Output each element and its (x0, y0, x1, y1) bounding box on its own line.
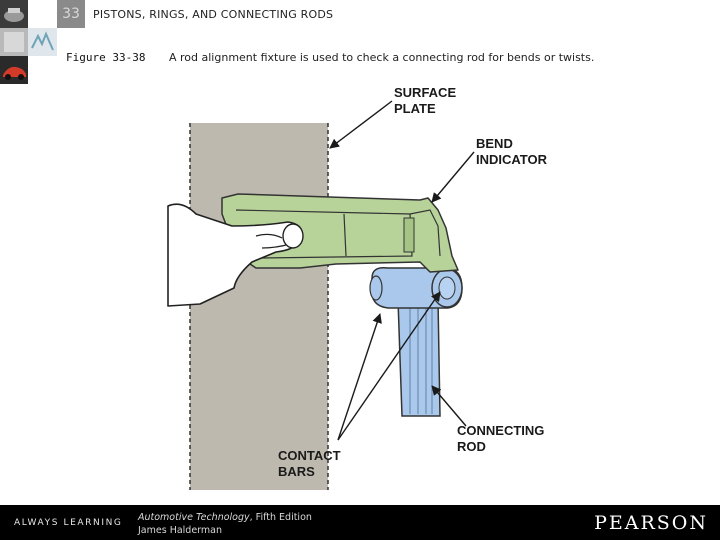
hand (167, 203, 304, 307)
chapter-number: 33 (57, 0, 85, 28)
publisher-logo: PEARSON (594, 512, 708, 534)
figure-caption: A rod alignment fixture is used to check… (169, 51, 595, 64)
water-thumbnail-icon (28, 28, 57, 56)
book-author: James Halderman (138, 525, 223, 536)
always-learning-tagline: ALWAYS LEARNING (14, 518, 123, 528)
footer-bar: ALWAYS LEARNING Automotive Technology, F… (0, 505, 720, 540)
figure-number: Figure 33-38 (66, 51, 146, 64)
surface-plate (189, 123, 329, 490)
car-thumbnail-icon (0, 56, 28, 84)
connecting-rod (369, 266, 463, 417)
contact-bars-label: CONTACT BARS (278, 448, 341, 479)
chapter-thumbnails (0, 0, 57, 90)
chapter-title: PISTONS, RINGS, AND CONNECTING RODS (93, 8, 334, 21)
connecting-rod-label: CONNECTING ROD (457, 423, 545, 454)
engine-thumbnail-icon (0, 0, 28, 28)
book-title: Automotive Technology, Fifth Edition (138, 512, 312, 523)
rod-alignment-fixture-illustration (167, 100, 475, 490)
bend-indicator-label: BEND INDICATOR (476, 136, 548, 167)
gray-thumbnail-icon (0, 28, 28, 56)
bend-indicator (221, 193, 459, 273)
book-title-italic: Automotive Technology (138, 512, 250, 523)
book-edition: , Fifth Edition (249, 512, 312, 523)
surface-plate-label: SURFACE PLATE (394, 85, 457, 116)
